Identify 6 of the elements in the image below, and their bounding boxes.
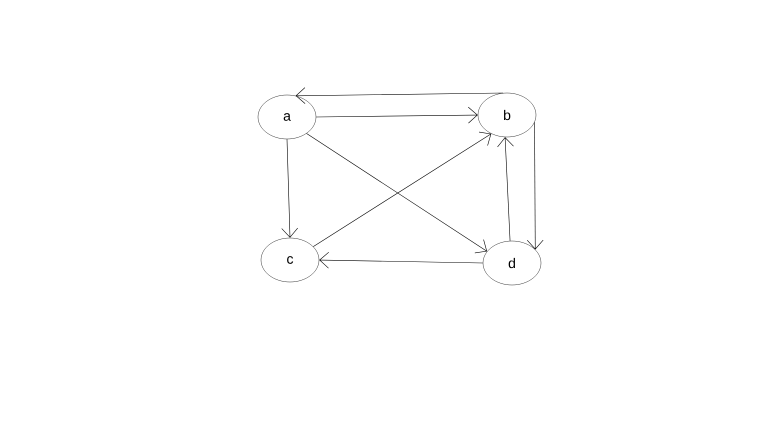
arrow	[526, 122, 544, 250]
arrow	[319, 252, 484, 268]
arrow	[296, 87, 504, 104]
arrow	[316, 106, 478, 124]
arrow	[281, 138, 298, 238]
arrow	[497, 137, 514, 242]
